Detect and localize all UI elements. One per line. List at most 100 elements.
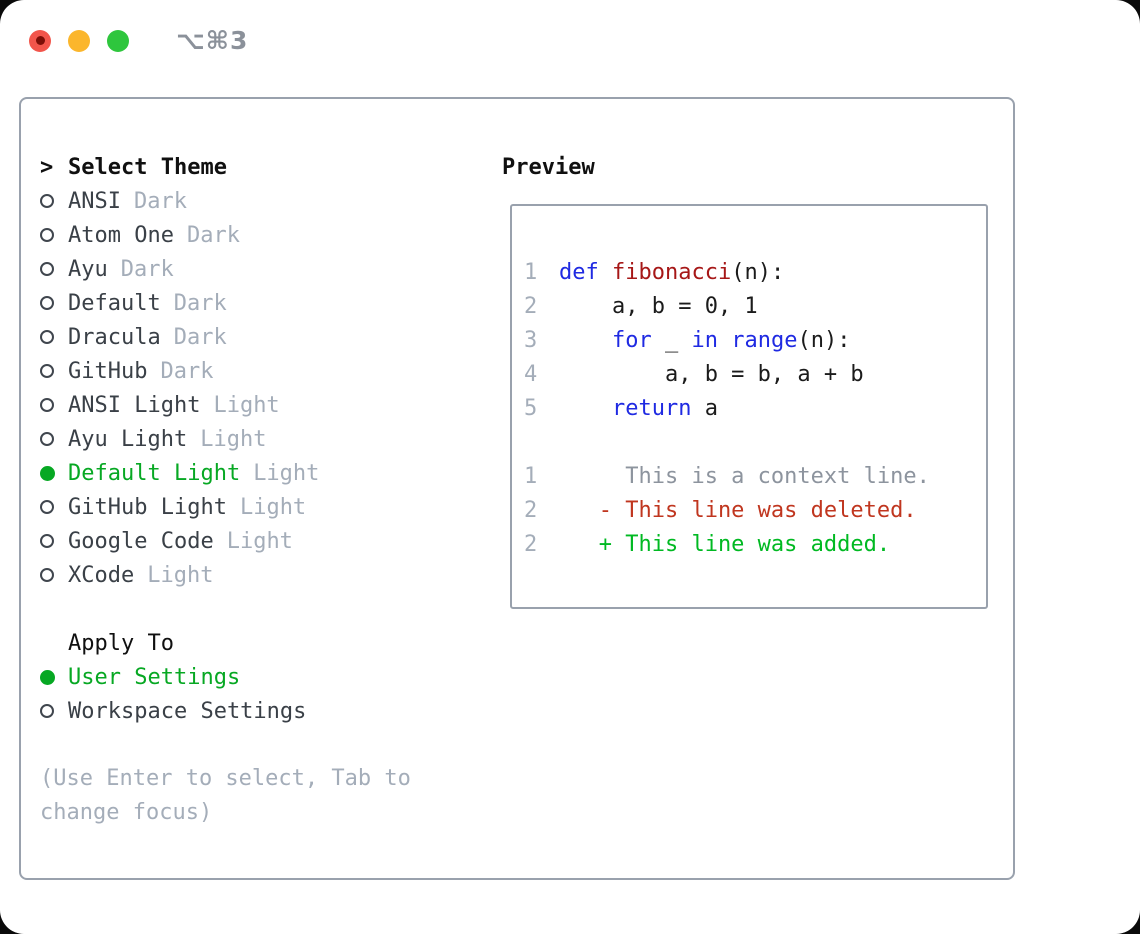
theme-option[interactable]: Atom One Dark <box>40 218 470 252</box>
code-token: This is a context line. <box>559 463 930 489</box>
minimize-button[interactable] <box>68 29 90 52</box>
focus-caret-icon: > <box>40 154 54 180</box>
theme-option[interactable]: GitHub Light Light <box>40 490 470 524</box>
code-token: a <box>691 395 718 421</box>
code-line: 2 - This line was deleted. <box>524 493 986 527</box>
code-token <box>559 396 612 421</box>
theme-variant-tag: Dark <box>133 188 187 214</box>
radio-icon <box>40 432 54 446</box>
window-shortcut-label: ⌥⌘3 <box>176 26 249 55</box>
theme-option[interactable]: Ayu Dark <box>40 252 470 286</box>
zoom-button[interactable] <box>107 29 129 52</box>
radio-gutter <box>40 534 68 548</box>
code-token <box>599 260 612 285</box>
code-line: 3 for _ in range(n): <box>524 323 986 357</box>
code-token: fibonacci <box>612 259 732 285</box>
apply-option-label: User Settings <box>68 664 241 690</box>
apply-option[interactable]: Workspace Settings <box>40 694 470 728</box>
radio-icon <box>40 330 54 344</box>
theme-variant-tag: Dark <box>173 324 227 350</box>
code-line: 2 + This line was added. <box>524 527 986 561</box>
code-token: _ <box>651 327 692 353</box>
code-line: 4 a, b = b, a + b <box>524 357 986 391</box>
radio-selected-icon <box>40 465 55 481</box>
radio-selected-icon <box>40 669 55 685</box>
code-token: (n): <box>797 327 851 353</box>
theme-option-label: Default Light <box>68 460 241 486</box>
theme-option[interactable]: ANSI Light Light <box>40 388 470 422</box>
theme-variant-tag: Light <box>200 426 267 452</box>
code-line: 1 This is a context line. <box>524 459 986 493</box>
radio-gutter <box>40 465 68 481</box>
theme-list-header-row: > Select Theme <box>40 150 470 184</box>
code-token: - This line was deleted. <box>559 497 917 523</box>
spacer <box>40 592 470 626</box>
line-number: 3 <box>524 327 538 353</box>
theme-variant-tag: Light <box>239 494 307 520</box>
radio-icon <box>40 228 54 242</box>
theme-variant-tag: Dark <box>173 290 227 316</box>
radio-icon <box>40 194 54 208</box>
theme-variant-tag: Dark <box>120 256 174 282</box>
theme-option-label: Google Code <box>68 528 214 554</box>
radio-gutter <box>40 262 68 276</box>
theme-option-label: Ayu <box>68 256 108 282</box>
code-line <box>524 425 986 459</box>
preview-title: Preview <box>502 154 595 180</box>
theme-option-label: ANSI <box>68 188 121 214</box>
titlebar: ⌥⌘3 <box>29 26 248 55</box>
code-token: def <box>559 259 599 285</box>
apply-to-header: Apply To <box>68 630 174 656</box>
help-text: (Use Enter to select, Tab to change focu… <box>40 766 411 825</box>
preview-pane: 1 def fibonacci (n): 2 a, b = 0, 1 3 for _ i… <box>510 204 988 609</box>
apply-option-label: Workspace Settings <box>68 698 307 724</box>
radio-gutter <box>40 194 68 208</box>
theme-variant-tag: Dark <box>160 358 214 384</box>
apply-to-header-row: Apply To <box>40 626 470 660</box>
radio-gutter <box>40 500 68 514</box>
code-token: return <box>611 395 692 421</box>
line-number: 1 <box>524 463 538 489</box>
close-button[interactable] <box>29 29 51 52</box>
line-number: 2 <box>524 293 538 319</box>
radio-icon <box>40 296 54 310</box>
theme-option-label: Atom One <box>68 222 174 248</box>
radio-gutter <box>40 398 68 412</box>
radio-icon <box>40 534 54 548</box>
line-number: 1 <box>524 259 538 285</box>
code-token: a, b = b, a + b <box>559 361 864 387</box>
theme-option[interactable]: ANSI Dark <box>40 184 470 218</box>
theme-option-label: ANSI Light <box>68 392 201 418</box>
radio-gutter <box>40 228 68 242</box>
theme-option-label: XCode <box>68 562 135 588</box>
code-token <box>718 328 731 353</box>
theme-option-label: Ayu Light <box>68 426 188 452</box>
close-dot-icon <box>35 36 45 45</box>
code-token: range <box>731 327 798 353</box>
radio-gutter <box>40 568 68 582</box>
theme-option-label: Default <box>68 290 161 316</box>
line-number: 2 <box>524 531 538 557</box>
theme-variant-tag: Dark <box>186 222 240 248</box>
theme-option[interactable]: Default Dark <box>40 286 470 320</box>
theme-option[interactable]: Ayu Light Light <box>40 422 470 456</box>
apply-option[interactable]: User Settings <box>40 660 470 694</box>
line-number: 5 <box>524 395 538 421</box>
radio-gutter <box>40 669 68 685</box>
radio-gutter <box>40 296 68 310</box>
radio-icon <box>40 398 54 412</box>
code-line: 5 return a <box>524 391 986 425</box>
theme-list-header: Select Theme <box>68 154 227 180</box>
theme-option-label: GitHub Light <box>68 494 227 520</box>
theme-variant-tag: Light <box>213 392 280 418</box>
code-token: a, b = 0, 1 <box>559 293 758 319</box>
